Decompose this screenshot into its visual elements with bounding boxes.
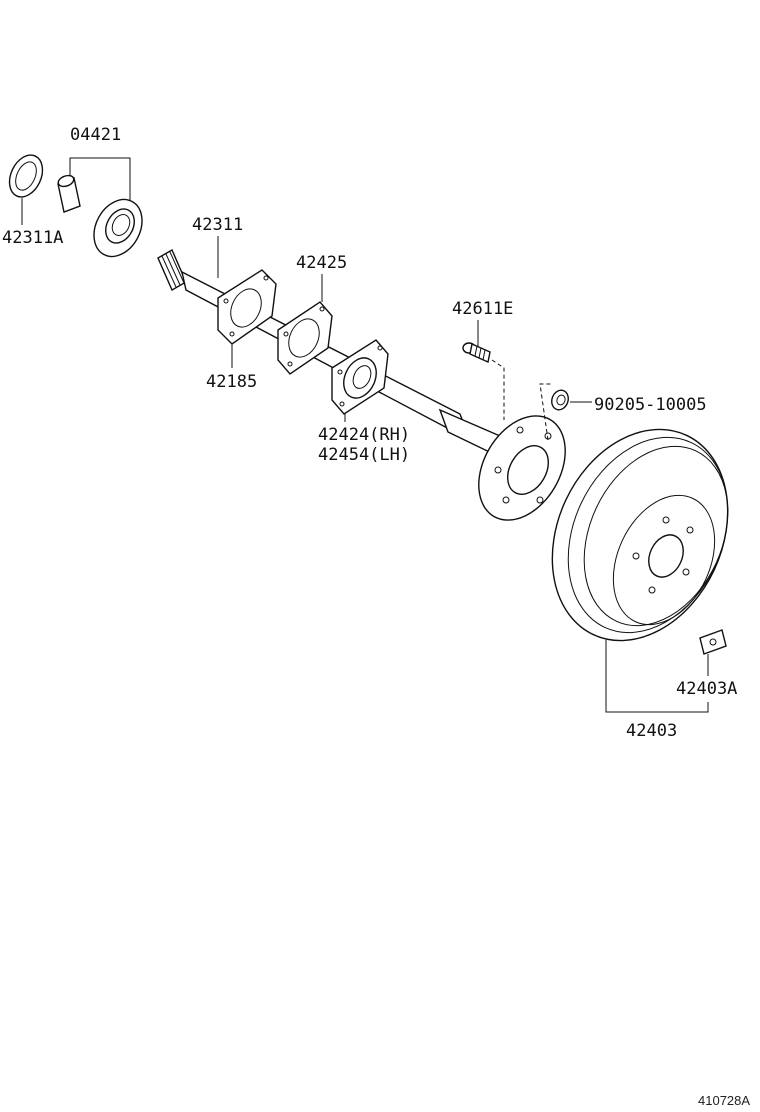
axle-shaft-label: 42311 <box>192 215 243 235</box>
brake-drum-bracket <box>605 640 709 713</box>
bearing-part[interactable] <box>84 191 151 265</box>
hub-bolt-guide-line <box>491 359 505 420</box>
gasket-outer-label: 42425 <box>296 253 347 273</box>
brake-drum-part[interactable] <box>519 401 760 670</box>
drum-plug-label: 42403A <box>676 679 737 699</box>
gasket-inner-part[interactable] <box>217 269 277 345</box>
gasket-inner-label: 42185 <box>206 372 257 392</box>
nut-guide-line <box>539 383 552 441</box>
drum-plug-part[interactable] <box>699 629 727 655</box>
nut-label: 90205-10005 <box>594 395 707 415</box>
retainer-part[interactable] <box>331 339 389 415</box>
hub-bolt-part[interactable] <box>462 342 491 363</box>
retainer-rh-label: 42424(RH) <box>318 425 410 445</box>
bearing-set-bracket <box>69 157 131 200</box>
bearing-inner-ring-part[interactable] <box>57 174 81 213</box>
axle-flange-part[interactable] <box>461 401 583 536</box>
nut-part[interactable] <box>549 388 571 412</box>
brake-drum-label: 42403 <box>626 721 677 741</box>
bearing-set-label: 04421 <box>70 125 121 145</box>
gasket-outer-part[interactable] <box>277 301 333 375</box>
oil-seal-part[interactable] <box>3 150 49 203</box>
retainer-lh-label: 42454(LH) <box>318 445 410 465</box>
hub-bolt-label: 42611E <box>452 299 513 319</box>
figure-code: 410728A <box>698 1093 750 1108</box>
oil-seal-label: 42311A <box>2 228 63 248</box>
